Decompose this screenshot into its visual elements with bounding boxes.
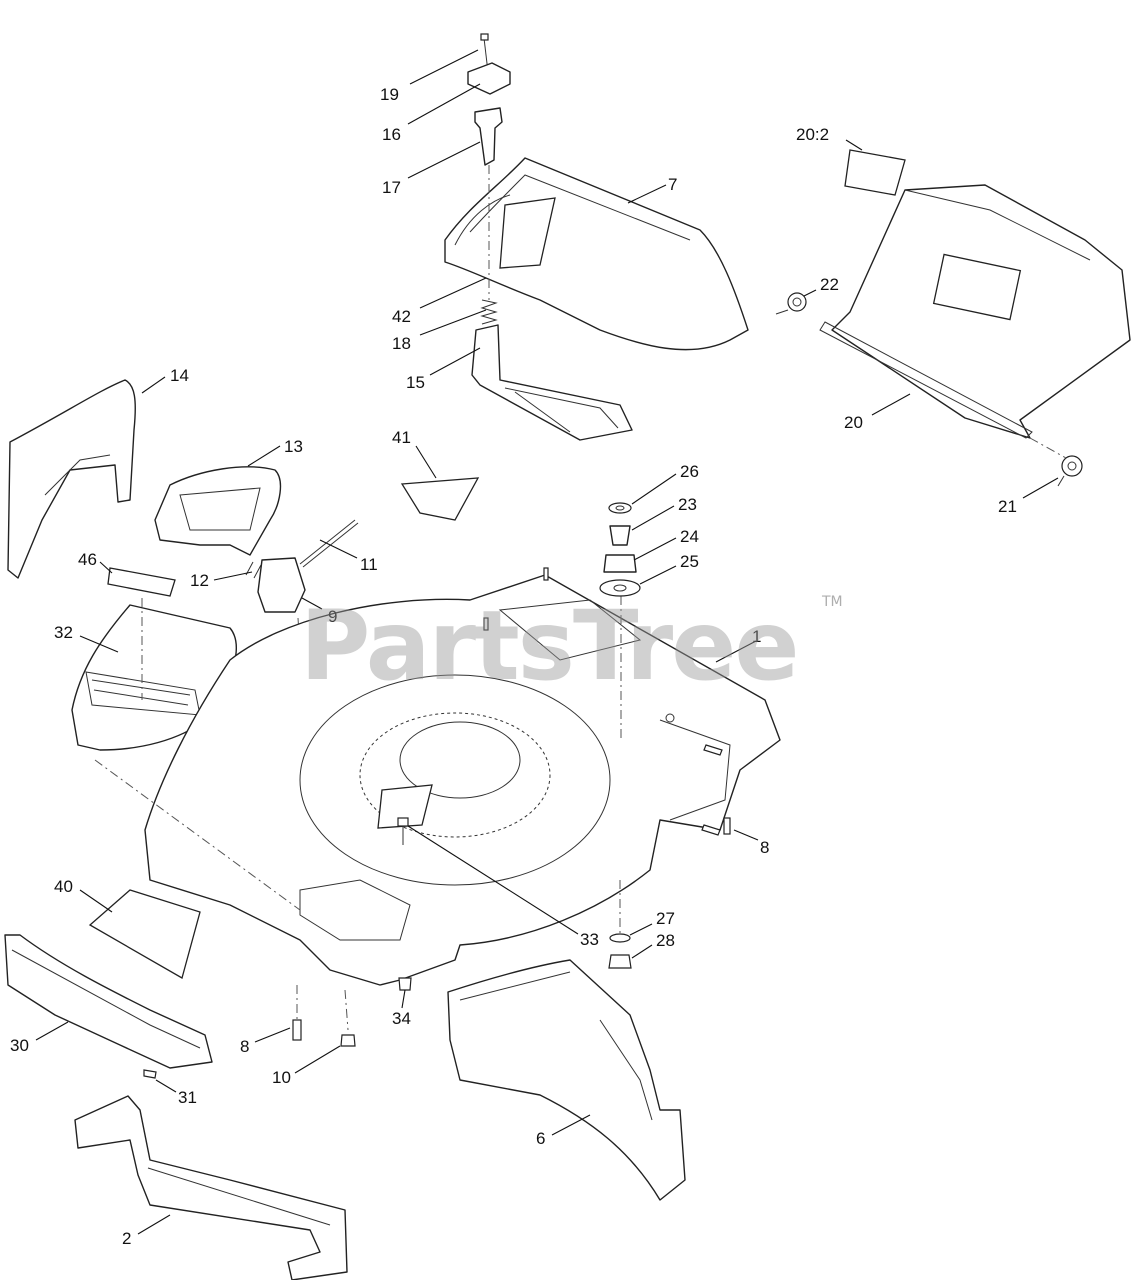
part-18-spring[interactable] [480,299,498,325]
callout-34[interactable]: 34 [392,1009,411,1028]
callout-20[interactable]: 20 [844,413,863,432]
callout-18[interactable]: 18 [392,334,411,353]
part-15-lever[interactable] [471,324,633,441]
part-21-spring-right[interactable] [1029,437,1083,487]
callout-11[interactable]: 11 [360,555,378,574]
part-17-latch[interactable] [474,107,503,300]
part-30-front-bumper[interactable] [4,934,213,1069]
leader-lines [35,49,1059,1235]
callout-46[interactable]: 46 [78,550,97,569]
callout-20-2[interactable]: 20:2 [796,125,829,144]
callout-15[interactable]: 15 [406,373,425,392]
callout-28[interactable]: 28 [656,931,675,950]
callout-16[interactable]: 16 [382,125,401,144]
callout-30[interactable]: 30 [10,1036,29,1055]
callout-labels: 19 16 17 7 42 18 15 20:2 22 20 21 14 13 … [10,85,1017,1248]
part-13-mulch-plug[interactable] [154,466,282,556]
callout-1[interactable]: 1 [752,627,761,646]
callout-8-left[interactable]: 8 [240,1037,249,1056]
part-2-handle-bracket[interactable] [74,1095,348,1280]
part-23-bushing[interactable] [609,525,631,546]
part-20-2-decal[interactable] [844,149,906,196]
callout-8-right[interactable]: 8 [760,838,769,857]
callout-2[interactable]: 2 [122,1229,131,1248]
part-11-rod[interactable] [299,519,359,568]
part-22-spring-left[interactable] [775,292,807,315]
callout-26[interactable]: 26 [680,462,699,481]
callout-42[interactable]: 42 [392,307,411,326]
callout-12[interactable]: 12 [190,571,209,590]
callout-33[interactable]: 33 [580,930,599,949]
callout-31[interactable]: 31 [178,1088,197,1107]
callout-41[interactable]: 41 [392,428,411,447]
part-25-washer[interactable] [599,579,641,597]
part-6-discharge-chute[interactable] [447,959,686,1201]
callout-10[interactable]: 10 [272,1068,291,1087]
part-28-nut[interactable] [608,954,632,969]
part-9-bracket[interactable] [257,557,306,613]
part-7-rear-cover[interactable] [444,157,749,351]
part-27-washer[interactable] [609,933,631,943]
part-8-bolt-left[interactable] [292,985,302,1041]
part-8-bolt-right[interactable] [701,744,731,836]
callout-19[interactable]: 19 [380,85,399,104]
callout-21[interactable]: 21 [998,497,1017,516]
callout-17[interactable]: 17 [382,178,401,197]
part-26-washer[interactable] [608,502,632,514]
callout-13[interactable]: 13 [284,437,303,456]
callout-24[interactable]: 24 [680,527,699,546]
part-16-knob[interactable] [467,62,511,95]
part-33-bolt[interactable] [397,817,409,845]
part-12-spring[interactable] [245,561,278,585]
part-34-bolt[interactable] [398,977,412,991]
part-46-decal[interactable] [107,567,176,597]
callout-7[interactable]: 7 [668,175,677,194]
callout-27[interactable]: 27 [656,909,675,928]
part-14-side-cover[interactable] [7,379,136,579]
part-41-decal[interactable] [400,477,480,521]
callout-22[interactable]: 22 [820,275,839,294]
part-40-decal[interactable] [88,889,201,979]
callout-14[interactable]: 14 [170,366,189,385]
part-10-nut[interactable] [340,989,356,1047]
callout-25[interactable]: 25 [680,552,699,571]
callout-23[interactable]: 23 [678,495,697,514]
part-20-rear-flap[interactable] [819,184,1131,439]
callout-9[interactable]: 9 [328,607,337,626]
callout-40[interactable]: 40 [54,877,73,896]
callout-6[interactable]: 6 [536,1129,545,1148]
trademark-mark: TM [822,594,843,610]
part-24-nut[interactable] [603,554,637,573]
partstree-watermark: PartsTree [300,590,799,702]
callout-32[interactable]: 32 [54,623,73,642]
part-31-screw[interactable] [143,1069,157,1079]
